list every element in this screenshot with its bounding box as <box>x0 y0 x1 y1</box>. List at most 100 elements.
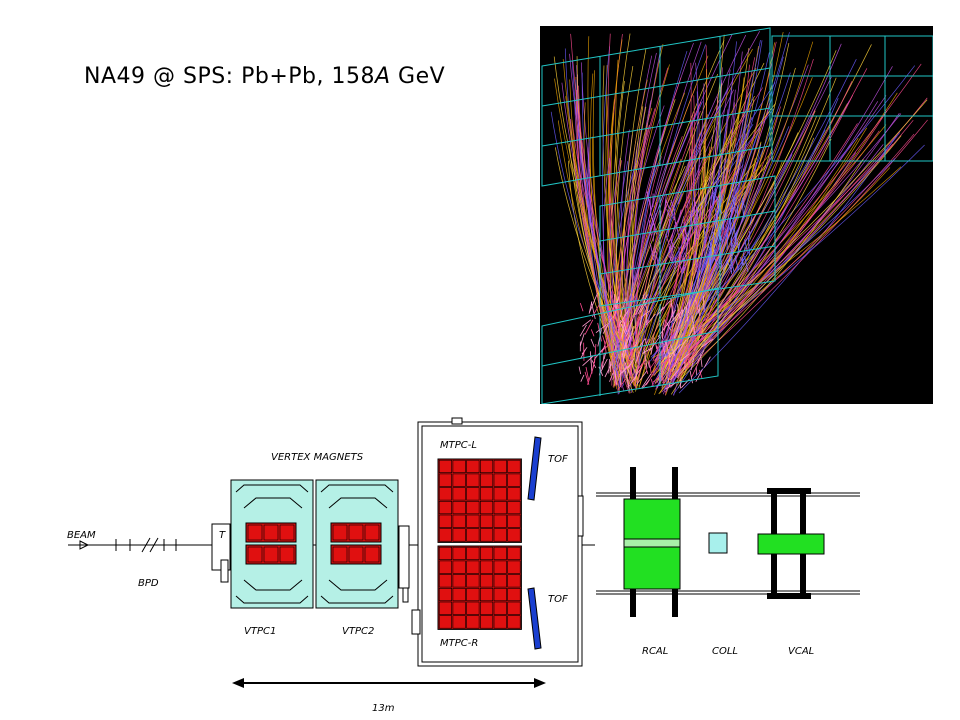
vertex-track-segment <box>691 315 696 335</box>
mid-track-segment <box>728 207 733 223</box>
track <box>619 79 648 384</box>
vertex-track-segment <box>641 310 651 318</box>
mid-track-segment <box>693 216 696 226</box>
track <box>657 62 692 380</box>
tof-bottom-bar <box>527 587 542 650</box>
vertex-track-segment <box>670 313 679 323</box>
track <box>631 106 647 357</box>
pad <box>466 514 480 528</box>
pad <box>466 528 480 542</box>
mid-track-segment <box>669 239 676 249</box>
pad <box>493 546 507 560</box>
track <box>629 150 774 361</box>
track <box>661 152 857 393</box>
track <box>589 73 613 359</box>
vertex-track-segment <box>603 340 607 354</box>
vertex-track-segment <box>696 349 705 364</box>
mtpc-l-pads <box>437 458 522 543</box>
pad <box>493 601 507 615</box>
vertex-track-segment <box>630 341 634 359</box>
pad <box>438 601 453 615</box>
vertex-track-segment <box>681 302 689 315</box>
mid-track-segment <box>693 226 698 243</box>
mid-track-segment <box>730 225 733 235</box>
vertex-track-segment <box>659 359 669 373</box>
pad <box>438 615 453 629</box>
vertex-track-segment <box>624 362 630 374</box>
track <box>670 168 740 388</box>
pad <box>493 514 507 528</box>
vertex-track-segment <box>686 306 689 322</box>
vertex-magnet-2 <box>315 479 399 609</box>
vertex-track-segment <box>667 377 671 388</box>
mid-track-segment <box>707 244 712 255</box>
pad <box>479 588 494 602</box>
track <box>654 57 756 376</box>
track <box>622 120 684 361</box>
vertex-track-segment <box>686 343 690 354</box>
vertex-track-segment <box>580 374 585 382</box>
vertex-track-segment <box>579 324 587 337</box>
pad <box>507 459 521 474</box>
vertex-track-segment <box>625 319 634 337</box>
vertex-track-segment <box>595 324 608 334</box>
pad <box>493 615 507 629</box>
vertex-track-segment <box>635 304 642 316</box>
vertex-track-segment <box>671 309 683 328</box>
pad <box>493 473 507 487</box>
track <box>652 112 694 373</box>
mid-track-segment <box>649 198 652 216</box>
vertex-track-segment <box>591 358 596 374</box>
vertex-track-segment <box>690 339 701 358</box>
vertex-track-segment <box>635 328 638 337</box>
scale-arrow <box>232 678 546 688</box>
rcal-label: RCAL <box>642 646 668 657</box>
pad <box>263 524 279 541</box>
vertex-track-segment <box>623 314 628 332</box>
pad <box>507 501 521 515</box>
grid-line <box>541 67 771 107</box>
pad <box>493 560 507 574</box>
mid-track-segment <box>742 197 745 208</box>
detector-schematic: 13m BEAM BPD T VERTEX MAGNETS VTPC1 VTPC… <box>67 417 860 714</box>
tof-top-bar <box>527 436 542 501</box>
vertex-track-segment <box>643 361 649 375</box>
mid-track-segment <box>666 208 671 218</box>
vertex-track-segment <box>647 361 650 368</box>
vertex-track-segment <box>627 358 635 368</box>
vertex-track-segment <box>601 352 605 370</box>
vertex-track-segment <box>643 349 648 369</box>
vertex-track-segment <box>642 347 653 354</box>
vertex-track-segment <box>585 367 590 382</box>
mid-track-segment <box>695 260 697 273</box>
mid-track-segment <box>649 243 654 261</box>
mid-track-segment <box>732 214 735 227</box>
vertex-track-segment <box>643 338 650 351</box>
vertex-track-segment <box>691 360 700 378</box>
pad <box>438 574 453 588</box>
vertex-track-segment <box>590 329 595 337</box>
pad <box>479 601 494 615</box>
pad <box>507 528 521 542</box>
particle-tracks <box>550 30 928 396</box>
vertex-track-segment <box>685 361 692 369</box>
vertex-track-segment <box>628 326 634 343</box>
pad <box>438 528 453 542</box>
vtpc2-pads-top <box>330 522 382 543</box>
pad <box>507 560 521 574</box>
mid-track-segment <box>724 210 727 223</box>
track <box>657 168 744 383</box>
pad <box>507 601 521 615</box>
vtpc2-label: VTPC2 <box>342 626 374 637</box>
pad <box>479 473 494 487</box>
pad <box>493 487 507 501</box>
vertex-track-segment <box>635 343 644 364</box>
tof-bottom-label: TOF <box>548 594 568 605</box>
title-prefix: NA49 @ SPS: Pb+Pb, 158 <box>84 64 375 89</box>
track <box>629 106 644 387</box>
vertex-track-segment <box>670 303 674 321</box>
pad <box>452 501 466 515</box>
vertex-track-segment <box>662 319 665 327</box>
vtpc2-pads-bottom <box>330 544 382 565</box>
beam-position-detectors <box>115 537 177 553</box>
